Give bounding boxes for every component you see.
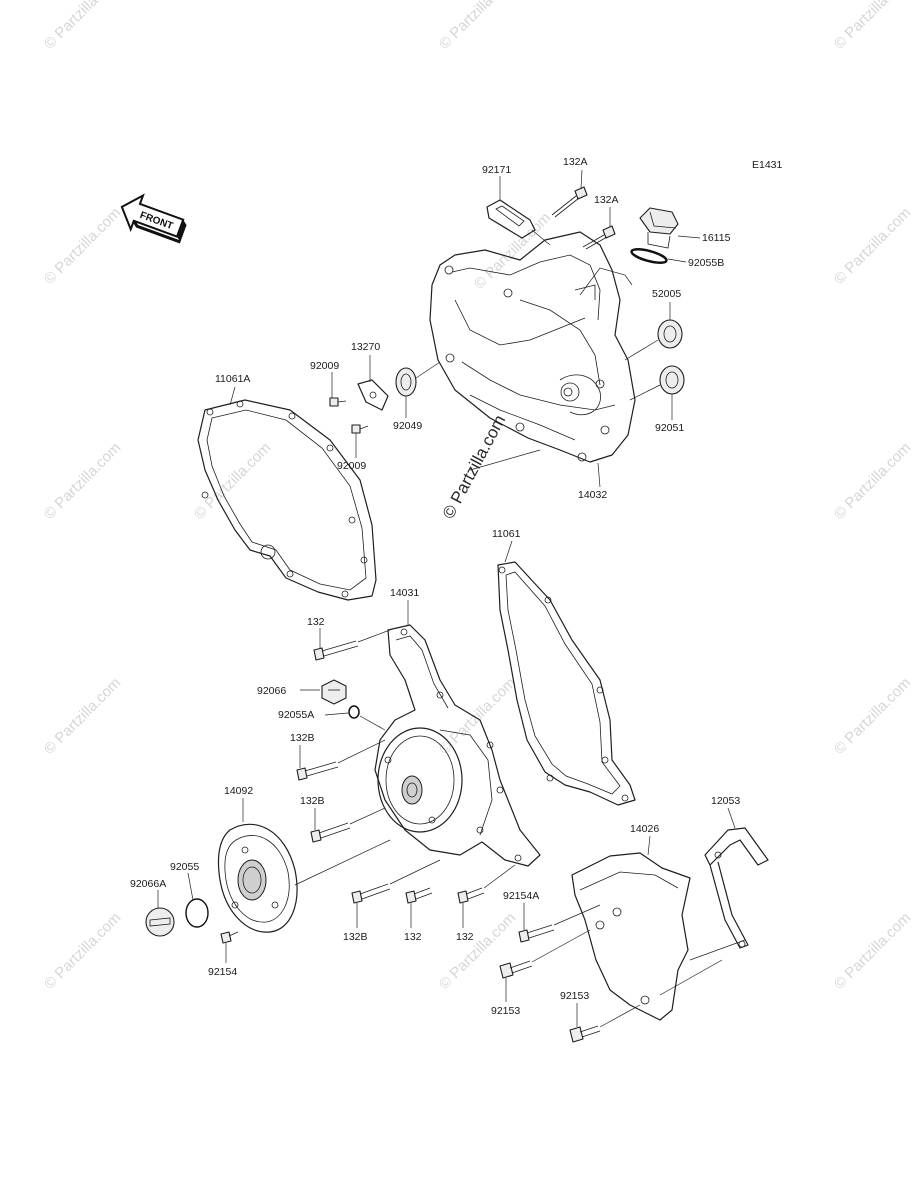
label-92055A: 92055A [278, 709, 314, 721]
part-14031-cover [374, 624, 541, 867]
part-132B-bolt [296, 761, 339, 781]
watermark: © Partzilla.com [831, 674, 914, 757]
watermark-layer: © Partzilla.com © Partzilla.com © Partzi… [41, 0, 914, 993]
label-92051: 92051 [655, 422, 684, 434]
label-14032: 14032 [578, 489, 607, 501]
label-16115: 16115 [702, 232, 731, 244]
label-14092: 14092 [224, 785, 253, 797]
label-92154A: 92154A [503, 890, 539, 902]
label-92153-2: 92153 [560, 990, 589, 1002]
part-52005-bearing [657, 319, 683, 349]
label-12053: 12053 [711, 795, 740, 807]
label-92009-1: 92009 [310, 360, 339, 372]
part-132A-bolt-2 [582, 225, 616, 250]
part-92009-screw [329, 397, 347, 407]
label-92153-1: 92153 [491, 1005, 520, 1017]
part-92051-seal [659, 365, 685, 395]
watermark: © Partzilla.com [41, 204, 124, 287]
label-92066: 92066 [257, 685, 286, 697]
part-92066A-cap [145, 907, 175, 937]
part-16115-cap [639, 207, 679, 249]
part-132B-bolt-3 [351, 883, 391, 904]
part-11061A-gasket [197, 399, 377, 601]
part-92055B-oring [630, 248, 668, 264]
watermark: © Partzilla.com [41, 674, 124, 757]
diagram-code: E1431 [752, 159, 783, 171]
part-92154A-bolt [518, 924, 555, 943]
label-13270: 13270 [351, 341, 380, 353]
front-arrow-icon: FRONT [120, 193, 187, 244]
label-132B-3: 132B [343, 931, 368, 943]
label-92154: 92154 [208, 966, 237, 978]
label-92066A: 92066A [130, 878, 166, 890]
label-14031: 14031 [390, 587, 419, 599]
part-14026-cover [571, 852, 691, 1021]
label-132-3: 132 [456, 931, 474, 943]
part-12053-bracket [704, 827, 769, 949]
part-132-bolt-3 [457, 887, 485, 904]
watermark: © Partzilla.com [831, 909, 914, 992]
label-92055: 92055 [170, 861, 199, 873]
part-92154-screw [220, 931, 239, 944]
part-14032-cover [429, 231, 636, 463]
part-13270-plate [357, 379, 389, 411]
watermark-dark: © Partzilla.com [439, 412, 510, 522]
watermark: © Partzilla.com [436, 909, 519, 992]
part-132B-bolt-2 [310, 822, 351, 843]
part-92049-seal [395, 367, 417, 397]
label-132A-1: 132A [563, 156, 588, 168]
watermark: © Partzilla.com [831, 0, 914, 53]
label-92055B: 92055B [688, 257, 724, 269]
label-132-1: 132 [307, 616, 325, 628]
part-132A-bolt [551, 186, 588, 218]
watermark: © Partzilla.com [831, 204, 914, 287]
part-132-bolt [313, 640, 359, 661]
watermark: © Partzilla.com [41, 909, 124, 992]
part-92066-plug [321, 679, 347, 705]
label-92171: 92171 [482, 164, 511, 176]
part-92055-oring [185, 898, 209, 928]
label-132B-2: 132B [300, 795, 325, 807]
part-132-bolt-2 [405, 887, 433, 904]
part-92153-bolt-2 [569, 1025, 601, 1043]
label-132B-1: 132B [290, 732, 315, 744]
watermark: © Partzilla.com [471, 209, 554, 292]
watermark: © Partzilla.com [41, 439, 124, 522]
label-92049: 92049 [393, 420, 422, 432]
part-92055A-oring [348, 705, 360, 719]
label-11061: 11061 [492, 528, 521, 540]
part-92009-screw-2 [351, 424, 369, 434]
label-11061A: 11061A [215, 373, 250, 385]
label-132A-2: 132A [594, 194, 619, 206]
label-52005: 52005 [652, 288, 681, 300]
watermark: © Partzilla.com [436, 0, 519, 53]
label-132-2: 132 [404, 931, 422, 943]
part-11061-gasket [497, 561, 636, 806]
watermark: © Partzilla.com [831, 439, 914, 522]
watermark: © Partzilla.com [41, 0, 124, 53]
label-92009-2: 92009 [337, 460, 366, 472]
label-14026: 14026 [630, 823, 659, 835]
part-14092-cover [217, 823, 298, 933]
part-92153-bolt [499, 960, 533, 979]
